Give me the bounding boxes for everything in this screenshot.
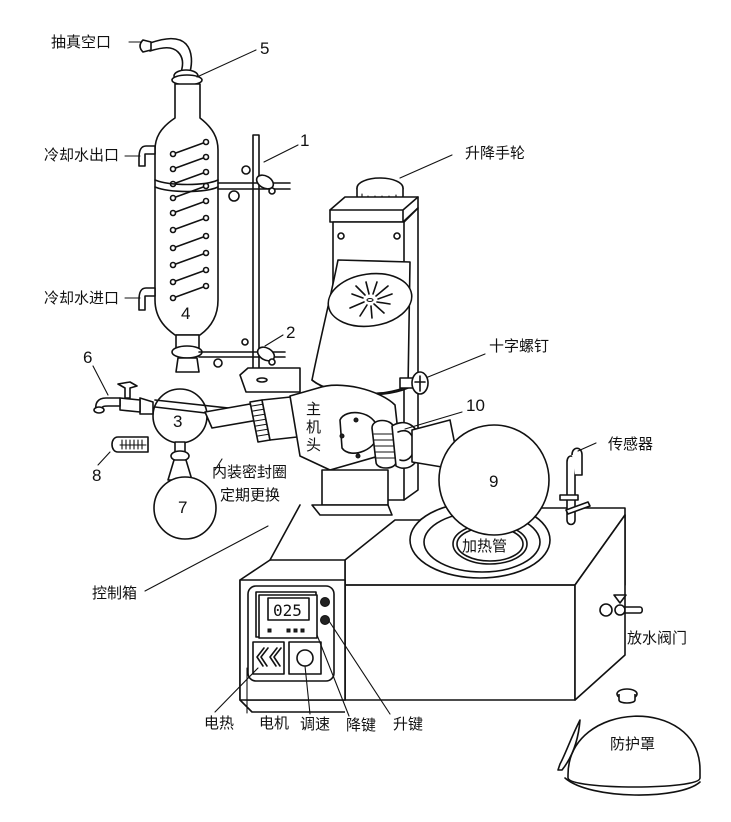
main-head xyxy=(154,384,461,516)
callout-8: 8 xyxy=(92,466,101,485)
label-protective-cover: 防护罩 xyxy=(610,735,655,753)
label-main-head-3: 头 xyxy=(306,436,321,454)
display-value: 025 xyxy=(273,601,302,620)
vacuum-hose xyxy=(149,37,193,73)
protective-cover xyxy=(557,688,701,796)
label-cooling-water-inlet: 冷却水进口 xyxy=(44,289,119,307)
label-heating-tube: 加热管 xyxy=(462,537,507,555)
water-outlet-nozzle xyxy=(138,145,156,167)
label-main-head-2: 机 xyxy=(306,418,321,436)
label-seal-ring-line2: 定期更换 xyxy=(220,486,280,504)
clamp-2 xyxy=(256,346,276,362)
callout-5: 5 xyxy=(260,39,269,58)
up-key-button[interactable] xyxy=(320,615,330,625)
label-control-box: 控制箱 xyxy=(92,584,137,602)
leader-lines xyxy=(92,41,597,717)
label-down-key: 降键 xyxy=(346,716,376,734)
callout-3: 3 xyxy=(173,412,182,431)
control-box: 025 xyxy=(239,504,346,713)
label-lift-handwheel: 升降手轮 xyxy=(465,144,525,162)
label-motor: 电机 xyxy=(259,714,289,732)
label-sensor: 传感器 xyxy=(608,435,653,453)
flask-7 xyxy=(153,476,217,540)
electric-heat-switch[interactable] xyxy=(256,647,269,667)
motor xyxy=(311,259,429,396)
condenser-body xyxy=(154,83,219,336)
label-up-key: 升键 xyxy=(393,715,423,733)
motor-switch[interactable] xyxy=(269,647,282,667)
label-electric-heat: 电热 xyxy=(204,714,234,732)
label-main-head-1: 主 xyxy=(306,400,321,418)
support-stand xyxy=(198,134,301,393)
label-drain-valve: 放水阀门 xyxy=(627,629,687,647)
receiving-flask-assembly xyxy=(93,381,217,540)
vacuum-port-nozzle xyxy=(139,39,152,53)
label-cross-screw: 十字螺钉 xyxy=(489,337,549,355)
callout-7: 7 xyxy=(178,498,187,517)
label-vacuum-port: 抽真空口 xyxy=(51,33,111,51)
down-key-button[interactable] xyxy=(320,597,330,607)
callout-10: 10 xyxy=(466,396,485,415)
callout-numbers: 1 2 3 4 5 6 7 8 9 10 xyxy=(83,39,498,517)
valve-6-handle xyxy=(117,381,138,399)
drain-valve[interactable] xyxy=(599,594,644,617)
fan-vent-slots xyxy=(349,281,393,319)
callout-9: 9 xyxy=(489,472,498,491)
callout-6: 6 xyxy=(83,348,92,367)
label-speed-adjust: 调速 xyxy=(300,715,330,733)
clip-8 xyxy=(111,436,149,453)
label-seal-ring-line1: 内装密封圈 xyxy=(212,463,287,481)
motor-fan-vent xyxy=(327,272,413,328)
callout-1: 1 xyxy=(300,131,309,150)
display-screen xyxy=(267,597,310,621)
flask-9 xyxy=(438,424,550,536)
callout-4: 4 xyxy=(181,304,190,323)
condenser xyxy=(138,37,219,373)
clamp-1 xyxy=(255,174,275,190)
water-inlet-nozzle xyxy=(138,287,156,311)
part-labels: 抽真空口 冷却水出口 冷却水进口 升降手轮 十字螺钉 主 机 头 内装密封圈 定… xyxy=(44,33,687,753)
speed-knob[interactable] xyxy=(296,649,314,667)
cover-dome xyxy=(567,715,701,788)
label-cooling-water-outlet: 冷却水出口 xyxy=(44,146,119,164)
callout-2: 2 xyxy=(286,323,295,342)
